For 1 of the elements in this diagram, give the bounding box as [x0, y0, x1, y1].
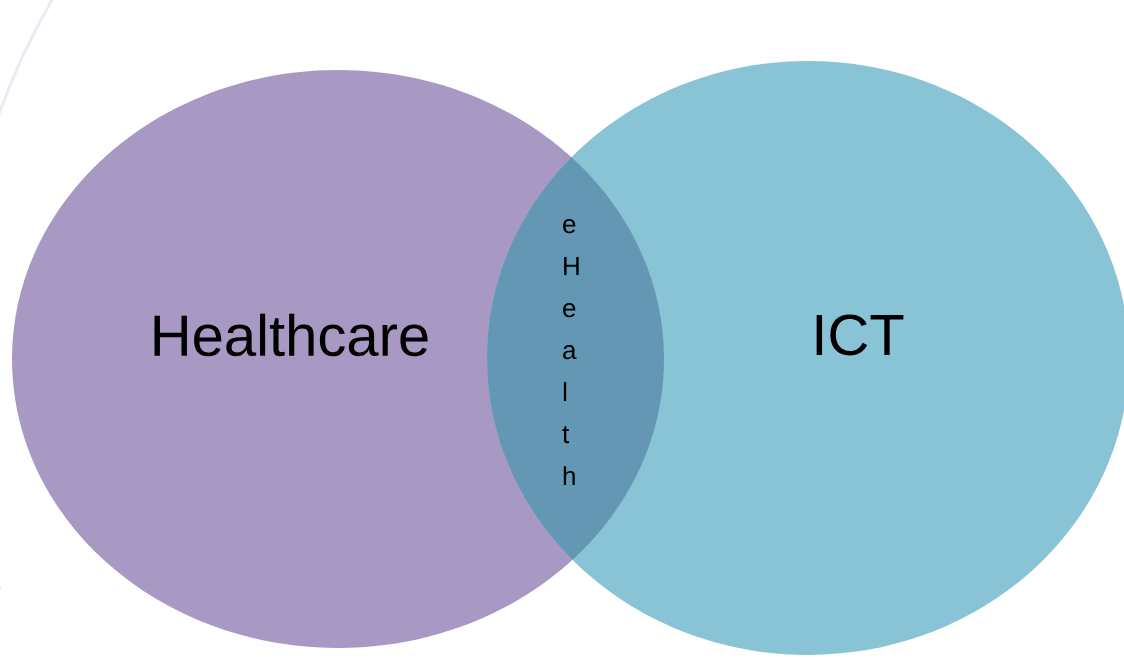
- overlap-region: e H e a l t h: [562, 219, 579, 485]
